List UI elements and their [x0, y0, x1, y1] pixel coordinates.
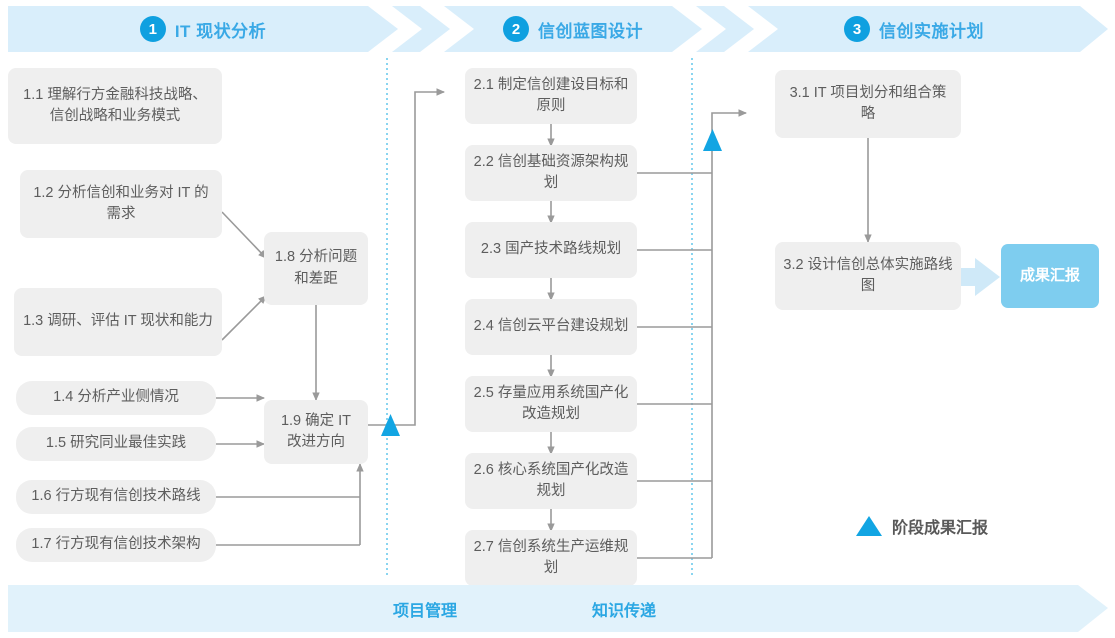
phase-number-1: 1	[139, 16, 166, 42]
phase-title-2: 信创蓝图设计	[538, 21, 643, 41]
bottom-item-0[interactable]: 项目管理	[393, 602, 458, 620]
stage-report-marker-2	[703, 129, 722, 151]
task-box-1-9[interactable]: 1.9 确定 IT 改进方向	[264, 400, 368, 464]
task-box-2-5[interactable]: 2.5 存量应用系统国产化改造规划	[465, 376, 637, 432]
bottom-item-1[interactable]: 知识传递	[592, 602, 657, 620]
edge-1-9-to-2-1	[368, 88, 445, 426]
edge-1-2-to-1-8	[221, 211, 267, 259]
task-box-1-3[interactable]: 1.3 调研、评估 IT 现状和能力	[14, 288, 222, 356]
phase-header-2[interactable]: 2 信创蓝图设计	[444, 6, 702, 52]
phase-header-1[interactable]: 1 IT 现状分析	[8, 6, 398, 52]
task-box-2-4[interactable]: 2.4 信创云平台建设规划	[465, 299, 637, 355]
phase-number-2: 2	[503, 16, 529, 42]
task-box-1-8[interactable]: 1.8 分析问题和差距	[264, 232, 368, 305]
task-box-2-3[interactable]: 2.3 国产技术路线规划	[465, 222, 637, 278]
phase-header-3[interactable]: 3 信创实施计划	[748, 6, 1080, 52]
stage-report-marker-1	[381, 414, 400, 436]
edge-phase2-to-3-1	[711, 109, 747, 148]
task-box-1-2[interactable]: 1.2 分析信创和业务对 IT 的需求	[20, 170, 222, 238]
task-box-3-1[interactable]: 3.1 IT 项目划分和组合策略	[775, 70, 961, 138]
task-box-1-5[interactable]: 1.5 研究同业最佳实践	[16, 427, 216, 461]
phase-title-1: IT 现状分析	[174, 21, 267, 41]
phase-number-3: 3	[844, 16, 870, 42]
legend: 阶段成果汇报	[856, 514, 988, 538]
task-box-1-4[interactable]: 1.4 分析产业侧情况	[16, 381, 216, 415]
task-box-1-1[interactable]: 1.1 理解行方金融科技战略、信创战略和业务模式	[8, 68, 222, 144]
phase-title-3: 信创实施计划	[879, 21, 984, 41]
task-box-2-7[interactable]: 2.7 信创系统生产运维规划	[465, 530, 637, 586]
triangle-up-icon	[856, 516, 882, 536]
task-box-1-7[interactable]: 1.7 行方现有信创技术架构	[16, 528, 216, 562]
task-box-2-2[interactable]: 2.2 信创基础资源架构规划	[465, 145, 637, 201]
task-box-2-1[interactable]: 2.1 制定信创建设目标和原则	[465, 68, 637, 124]
task-box-1-6[interactable]: 1.6 行方现有信创技术路线	[16, 480, 216, 514]
task-box-2-6[interactable]: 2.6 核心系统国产化改造规划	[465, 453, 637, 509]
task-box-3-2[interactable]: 3.2 设计信创总体实施路线图	[775, 242, 961, 310]
legend-label: 阶段成果汇报	[892, 520, 989, 537]
result-report-box[interactable]: 成果汇报	[1001, 244, 1099, 308]
result-report-label: 成果汇报	[1019, 267, 1080, 285]
edge-1-3-to-1-8	[221, 295, 267, 341]
